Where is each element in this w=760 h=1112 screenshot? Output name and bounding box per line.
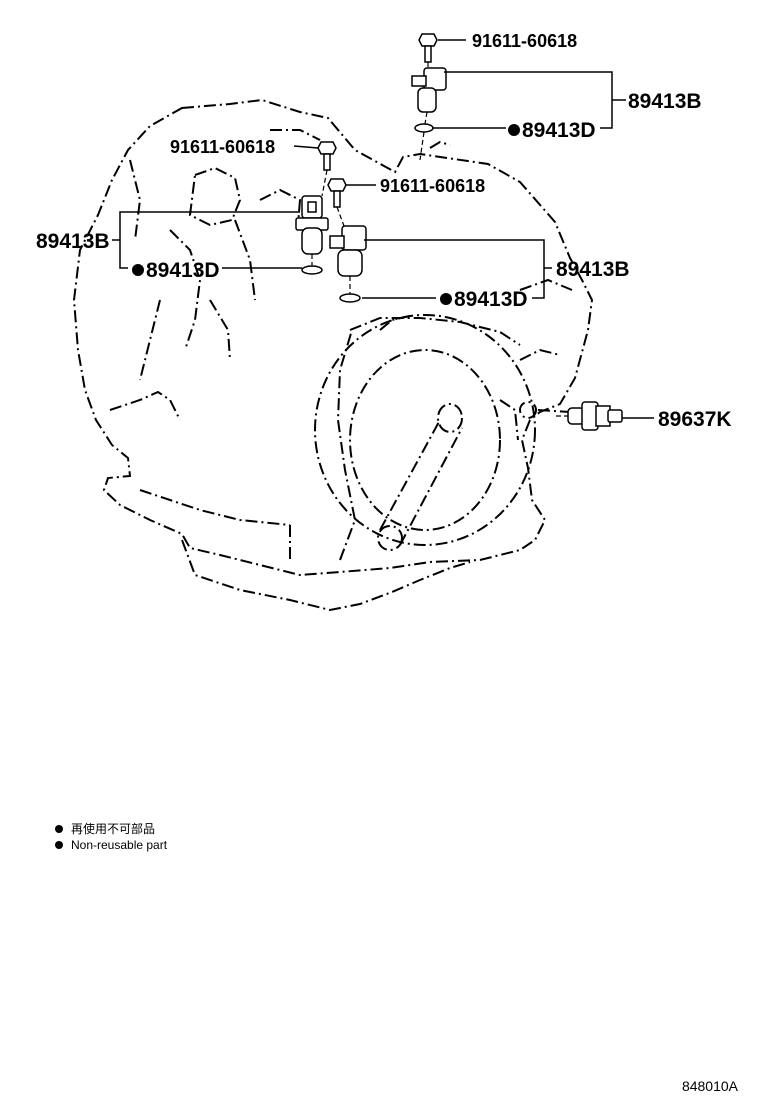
diagram-code: 848010A: [681, 1078, 738, 1094]
callout-sensor-top: 89413B: [628, 90, 702, 113]
callout-oring-top: 89413D: [522, 119, 596, 142]
bolt-top: [418, 33, 438, 63]
callout-oring-left: 89413D: [146, 259, 220, 282]
callout-bolt-left: 91611-60618: [170, 137, 275, 157]
callout-bolt-top: 91611-60618: [472, 31, 577, 51]
transaxle-housing-outline: [72, 98, 594, 612]
nonreusable-marker-right: [440, 293, 452, 305]
legend-marker-icon: [55, 841, 63, 849]
callout-sensor-right: 89413B: [556, 258, 630, 281]
callout-bolt-mid: 91611-60618: [380, 176, 485, 196]
leader-lines: [112, 39, 654, 419]
speed-sensor: [567, 401, 623, 431]
install-centerlines: [311, 62, 568, 417]
callout-sensor-left: 89413B: [36, 230, 110, 253]
sensor-top: [411, 67, 447, 113]
legend-english: Non-reusable part: [55, 838, 167, 852]
bolt-mid: [327, 178, 347, 208]
oring-left: [301, 265, 323, 275]
nonreusable-marker-left: [132, 264, 144, 276]
legend-japanese: 再使用不可部品: [55, 820, 155, 837]
oring-right: [339, 293, 361, 303]
sensor-left: [295, 195, 329, 255]
legend-english-text: Non-reusable part: [71, 838, 168, 852]
bolt-left: [317, 141, 337, 171]
nonreusable-marker-top: [508, 124, 520, 136]
callout-speed-sensor: 89637K: [658, 408, 732, 431]
legend-marker-icon: [55, 824, 63, 833]
oring-top: [414, 123, 434, 133]
callout-oring-right: 89413D: [454, 288, 528, 311]
sensor-right: [329, 225, 367, 277]
legend-japanese-text: 再使用不可部品: [71, 822, 156, 836]
